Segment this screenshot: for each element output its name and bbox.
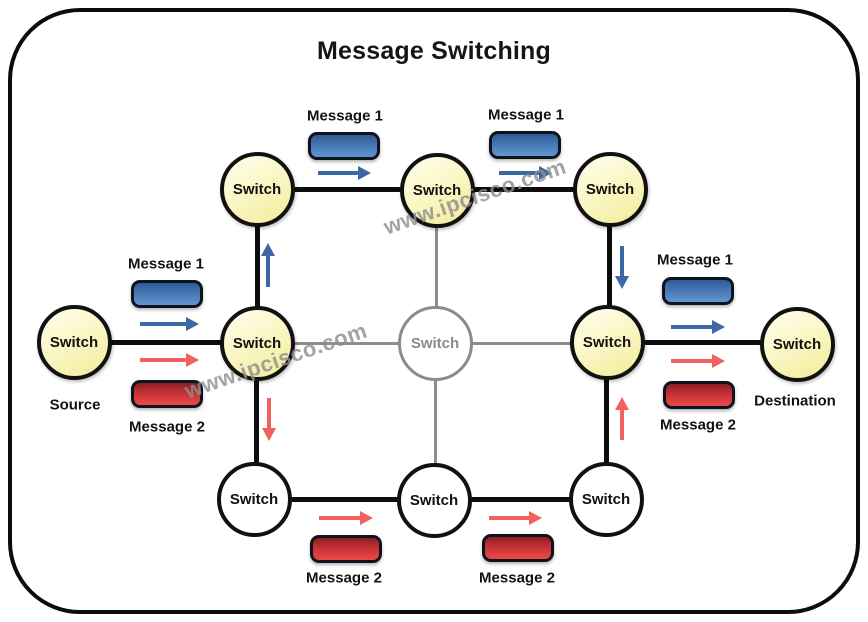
network-link-center-middle-right xyxy=(435,341,607,345)
network-link-middle-right-destination xyxy=(607,339,797,345)
arrow-shaft xyxy=(319,516,360,520)
message-box-blue-3 xyxy=(662,277,734,305)
blue-flow-arrow-right xyxy=(499,166,552,180)
blue-flow-arrow-right xyxy=(140,317,199,331)
diagram-border xyxy=(8,8,860,614)
switch-label: Switch xyxy=(49,333,99,351)
red-flow-arrow-right xyxy=(140,353,199,367)
arrow-head xyxy=(186,317,199,331)
message1-label-top-right: Message 1 xyxy=(488,106,564,124)
switch-label: Switch xyxy=(410,334,460,352)
arrow-shaft xyxy=(671,359,712,363)
network-link-bottom-left-bottom-middle xyxy=(254,496,434,502)
network-link-middle-left-center xyxy=(257,341,435,345)
network-link-middle-left-bottom-left xyxy=(253,343,259,499)
arrow-shaft xyxy=(620,410,624,440)
network-link-top-right-middle-right xyxy=(606,189,612,342)
red-flow-arrow-down xyxy=(262,398,276,441)
arrow-head xyxy=(712,354,725,368)
switch-node-bottom-left: Switch xyxy=(216,461,292,537)
message-box-red-7 xyxy=(482,534,554,562)
arrow-head xyxy=(615,397,629,410)
message1-label-top-left: Message 1 xyxy=(307,107,383,125)
arrow-head xyxy=(360,511,373,525)
switch-node-bottom-middle: Switch xyxy=(396,462,472,538)
message1-label-right: Message 1 xyxy=(657,251,733,269)
network-link-source-middle-left xyxy=(74,339,257,345)
red-flow-arrow-right xyxy=(489,511,542,525)
message2-label-bottom-left: Message 2 xyxy=(306,569,382,587)
network-link-bottom-right-middle-right xyxy=(603,342,609,499)
destination-label: Destination xyxy=(754,392,836,410)
switch-label: Switch xyxy=(585,180,635,198)
arrow-shaft xyxy=(489,516,529,520)
message2-label-bottom-right: Message 2 xyxy=(479,569,555,587)
arrow-head xyxy=(529,511,542,525)
arrow-head xyxy=(186,353,199,367)
switch-node-top-middle: Switch xyxy=(399,152,475,228)
message-box-blue-2 xyxy=(489,131,561,159)
network-link-middle-left-top-left xyxy=(254,189,260,343)
switch-node-source: Switch xyxy=(36,304,112,380)
red-flow-arrow-right xyxy=(671,354,725,368)
message-box-blue-1 xyxy=(308,132,380,160)
switch-node-middle-left: Switch xyxy=(219,305,295,381)
message1-label-left: Message 1 xyxy=(128,255,204,273)
arrow-head xyxy=(262,428,276,441)
arrow-head xyxy=(712,320,725,334)
arrow-shaft xyxy=(267,398,271,428)
arrow-shaft xyxy=(140,358,186,362)
blue-flow-arrow-right xyxy=(318,166,371,180)
network-link-top-middle-center xyxy=(434,190,438,343)
network-link-center-bottom-middle xyxy=(433,343,437,500)
red-flow-arrow-up xyxy=(615,397,629,440)
switch-node-top-left: Switch xyxy=(219,151,295,227)
network-link-top-middle-top-right xyxy=(437,186,610,192)
switch-label: Switch xyxy=(232,334,282,352)
switch-node-destination: Switch xyxy=(759,306,835,382)
network-link-top-left-top-middle xyxy=(257,186,437,192)
message2-label-right: Message 2 xyxy=(660,416,736,434)
arrow-shaft xyxy=(266,256,270,287)
switch-label: Switch xyxy=(772,335,822,353)
switch-node-bottom-right: Switch xyxy=(568,461,644,537)
arrow-shaft xyxy=(620,246,624,276)
message-box-blue-0 xyxy=(131,280,203,308)
arrow-head xyxy=(261,243,275,256)
switch-label: Switch xyxy=(412,181,462,199)
arrow-shaft xyxy=(671,325,712,329)
arrow-shaft xyxy=(140,322,186,326)
arrow-shaft xyxy=(318,171,358,175)
arrow-head xyxy=(539,166,552,180)
switch-node-top-right: Switch xyxy=(572,151,648,227)
blue-flow-arrow-down xyxy=(615,246,629,289)
switch-label: Switch xyxy=(582,333,632,351)
message-box-red-6 xyxy=(310,535,382,563)
network-link-bottom-middle-bottom-right xyxy=(434,496,606,502)
switch-node-center: Switch xyxy=(397,305,473,381)
blue-flow-arrow-up xyxy=(261,243,275,287)
switch-label: Switch xyxy=(409,491,459,509)
switch-label: Switch xyxy=(581,490,631,508)
message-box-red-5 xyxy=(663,381,735,409)
arrow-head xyxy=(615,276,629,289)
diagram-title: Message Switching xyxy=(316,37,551,65)
switch-label: Switch xyxy=(232,180,282,198)
message-box-red-4 xyxy=(131,380,203,408)
switch-label: Switch xyxy=(229,490,279,508)
red-flow-arrow-right xyxy=(319,511,373,525)
source-label: Source xyxy=(49,396,101,414)
arrow-head xyxy=(358,166,371,180)
switch-node-middle-right: Switch xyxy=(569,304,645,380)
blue-flow-arrow-right xyxy=(671,320,725,334)
arrow-shaft xyxy=(499,171,539,175)
message2-label-left: Message 2 xyxy=(129,418,205,436)
